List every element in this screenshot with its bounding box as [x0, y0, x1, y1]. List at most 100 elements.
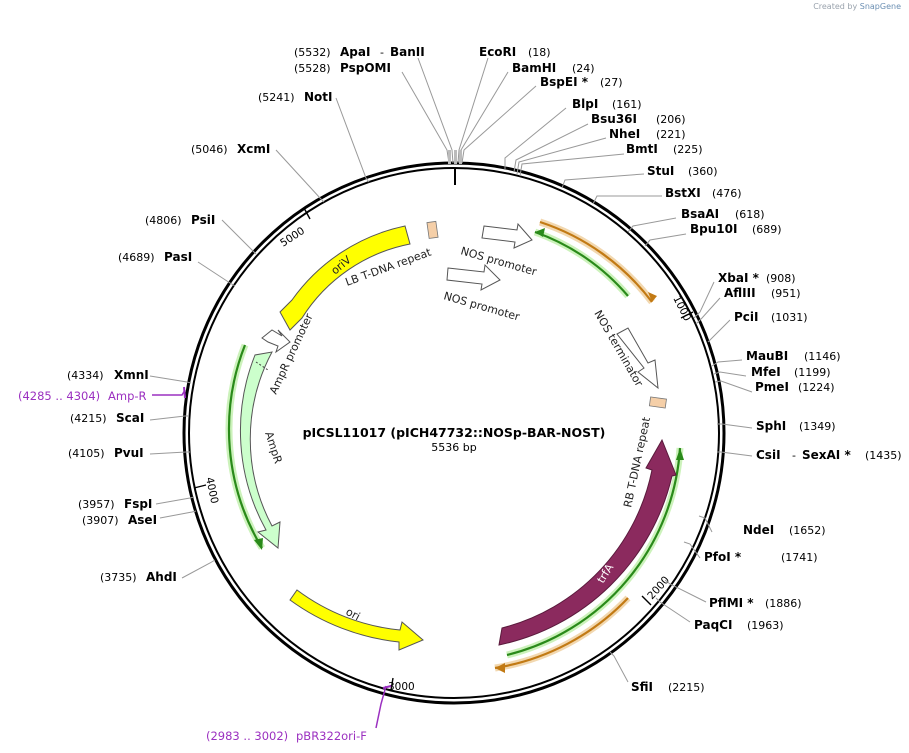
svg-text:Bsu36I: Bsu36I — [591, 112, 637, 126]
feature-label-nos-promoter-2: NOS promoter — [442, 289, 521, 323]
site-sphi[interactable]: SphI (1349) — [756, 419, 836, 433]
site-bspei[interactable]: BspEI * (27) — [540, 75, 623, 89]
plasmid-name: pICSL11017 (pICH47732::NOSp-BAR-NOST) — [303, 425, 606, 440]
site-bsaai[interactable]: BsaAI (618) — [681, 207, 765, 221]
feature-ori[interactable]: ori — [289, 589, 424, 651]
tick-4000: 4000 — [193, 476, 220, 505]
site-pcii[interactable]: PciI (1031) — [734, 310, 808, 324]
svg-text:(1652): (1652) — [789, 524, 826, 537]
svg-text:(618): (618) — [735, 208, 765, 221]
site-csii[interactable]: CsiI - SexAI * (1435) — [756, 448, 902, 462]
svg-text:(1741): (1741) — [781, 551, 818, 564]
svg-text:(24): (24) — [572, 62, 595, 75]
svg-text:BstXI: BstXI — [665, 186, 701, 200]
feature-nos-promoter-2[interactable]: NOS promoter — [442, 263, 522, 324]
site-xcmi[interactable]: (5046) XcmI — [191, 142, 270, 156]
primer-pbr322ori-f[interactable]: (2983 .. 3002) pBR322ori-F — [206, 685, 392, 743]
site-mfei[interactable]: MfeI (1199) — [751, 365, 831, 379]
svg-text:(2215): (2215) — [668, 681, 705, 694]
site-labels: (5532) ApaI - BanII (5528) PspOMI EcoRI … — [67, 45, 902, 694]
svg-text:(360): (360) — [688, 165, 718, 178]
svg-text:(4806): (4806) — [145, 214, 182, 227]
svg-text:(476): (476) — [712, 187, 742, 200]
site-pvui[interactable]: (4105) PvuI — [68, 446, 144, 460]
site-xmni[interactable]: (4334) XmnI — [67, 368, 149, 382]
svg-text:(1224): (1224) — [798, 381, 835, 394]
svg-text:PsiI: PsiI — [191, 213, 215, 227]
svg-text:MfeI: MfeI — [751, 365, 781, 379]
orf-top-right — [533, 218, 657, 305]
site-paqci[interactable]: PaqCI (1963) — [694, 618, 784, 632]
feature-label-ori: ori — [344, 605, 363, 623]
origin-cluster — [448, 150, 462, 164]
svg-text:(908): (908) — [766, 272, 796, 285]
svg-text:(3907): (3907) — [82, 514, 119, 527]
svg-text:(221): (221) — [656, 128, 686, 141]
svg-text:AflIII: AflIII — [724, 286, 756, 300]
svg-text:AhdI: AhdI — [146, 570, 177, 584]
site-bsu36i[interactable]: Bsu36I (206) — [591, 112, 686, 126]
svg-text:NotI: NotI — [304, 90, 333, 104]
site-bpu10i[interactable]: Bpu10I (689) — [690, 222, 782, 236]
svg-text:ScaI: ScaI — [116, 411, 144, 425]
site-bmti[interactable]: BmtI (225) — [626, 142, 703, 156]
svg-text:(225): (225) — [673, 143, 703, 156]
svg-text:(5046): (5046) — [191, 143, 228, 156]
site-sfii[interactable]: SfiI (2215) — [631, 680, 705, 694]
svg-text:PspOMI: PspOMI — [340, 61, 391, 75]
site-apai[interactable]: (5532) ApaI - BanII — [294, 45, 425, 59]
svg-text:SexAI *: SexAI * — [802, 448, 851, 462]
site-ahdi[interactable]: (3735) AhdI — [100, 570, 177, 584]
tick-label-5000: 5000 — [278, 225, 307, 250]
credit-prefix: Created by — [813, 2, 858, 11]
svg-text:(689): (689) — [752, 223, 782, 236]
site-pspomi[interactable]: (5528) PspOMI — [294, 61, 391, 75]
svg-text:BlpI: BlpI — [572, 97, 598, 111]
site-fspi[interactable]: (3957) FspI — [78, 497, 152, 511]
site-asei[interactable]: (3907) AseI — [82, 513, 157, 527]
svg-text:PmeI: PmeI — [755, 380, 789, 394]
site-ndei[interactable]: NdeI (1652) — [743, 523, 826, 537]
credit-brand: SnapGene — [859, 2, 901, 11]
svg-text:-: - — [380, 46, 384, 59]
tick-1000: 1000 — [670, 294, 694, 323]
svg-text:XmnI: XmnI — [114, 368, 149, 382]
site-bstxi[interactable]: BstXI (476) — [665, 186, 742, 200]
svg-text:BmtI: BmtI — [626, 142, 658, 156]
site-scai[interactable]: (4215) ScaI — [70, 411, 144, 425]
svg-text:(3957): (3957) — [78, 498, 115, 511]
feature-nos-terminator[interactable]: NOS terminator — [591, 308, 659, 389]
site-nhei[interactable]: NheI (221) — [609, 127, 686, 141]
site-psii[interactable]: (4806) PsiI — [145, 213, 215, 227]
snapgene-credit: Created by SnapGene — [813, 2, 901, 11]
svg-text:ApaI: ApaI — [340, 45, 370, 59]
site-bamhi[interactable]: BamHI (24) — [512, 61, 595, 75]
site-pfoi[interactable]: PfoI * (1741) — [704, 550, 818, 564]
svg-text:PflMI *: PflMI * — [709, 596, 754, 610]
svg-text:(27): (27) — [600, 76, 623, 89]
site-stui[interactable]: StuI (360) — [647, 164, 718, 178]
site-blpi[interactable]: BlpI (161) — [572, 97, 642, 111]
site-noti[interactable]: (5241) NotI — [258, 90, 333, 104]
svg-text:AseI: AseI — [128, 513, 157, 527]
site-xbai[interactable]: XbaI * (908) — [718, 271, 796, 285]
site-maubi[interactable]: MauBI (1146) — [746, 349, 841, 363]
svg-text:(4334): (4334) — [67, 369, 104, 382]
site-pflmi[interactable]: PflMI * (1886) — [709, 596, 802, 610]
svg-text:BamHI: BamHI — [512, 61, 556, 75]
svg-text:NheI: NheI — [609, 127, 640, 141]
primer-amp-r[interactable]: (4285 .. 4304) Amp-R — [18, 386, 186, 403]
site-pasi[interactable]: (4689) PasI — [118, 250, 192, 264]
tick-label-1000: 1000 — [670, 294, 693, 323]
svg-text:NdeI: NdeI — [743, 523, 774, 537]
site-afliii[interactable]: AflIII (951) — [724, 286, 801, 300]
site-ecori[interactable]: EcoRI (18) — [479, 45, 551, 59]
orf-left — [225, 343, 265, 550]
svg-text:(951): (951) — [771, 287, 801, 300]
svg-text:(206): (206) — [656, 113, 686, 126]
svg-text:PvuI: PvuI — [114, 446, 144, 460]
site-pmei[interactable]: PmeI (1224) — [755, 380, 835, 394]
svg-text:(5532): (5532) — [294, 46, 331, 59]
svg-text:(161): (161) — [612, 98, 642, 111]
